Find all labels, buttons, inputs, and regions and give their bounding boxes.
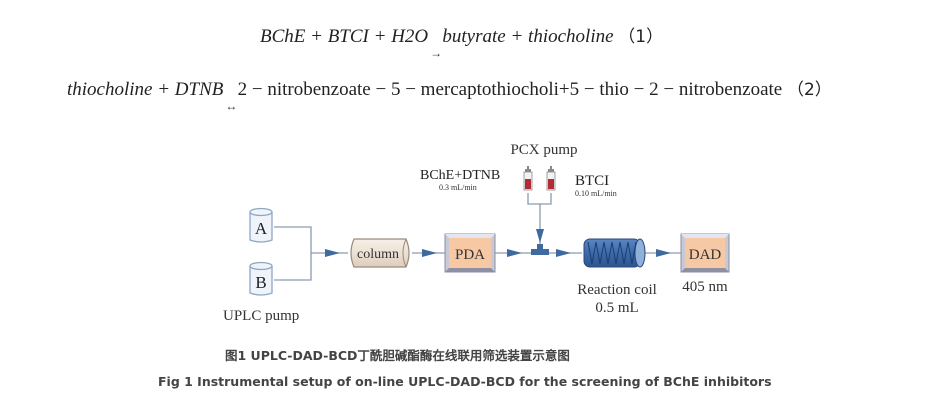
dad-label: DAD [689,247,722,263]
syringe-2 [546,166,556,191]
column: column [350,238,410,268]
equation-1: BChE + BTCI + H2O→ butyrate + thiocholin… [260,22,664,60]
line-syringe2 [540,193,552,205]
pcx-pump-label: PCX pump [510,142,577,158]
uplc-pump-label: UPLC pump [223,308,299,324]
pda-detector: PDA [444,233,496,273]
equation-2-reactants: thiocholine + DTNB [67,79,224,100]
reaction-coil [583,238,646,268]
reagent2-label: BTCI [575,173,609,189]
figure-caption-english: Fig 1 Instrumental setup of on-line UPLC… [158,374,772,389]
line-a-to-mixer [274,226,312,252]
equation-1-products: butyrate + thiocholine [442,26,614,47]
column-label: column [357,247,399,262]
line-b-to-mixer [274,252,312,281]
reagent2-flow: 0.10 mL/min [575,189,617,198]
solvent-a-label: A [255,219,268,238]
equation-2-products: 2 − nitrobenzoate − 5 − mercaptothiochol… [237,79,783,100]
arrow-icon [656,249,671,257]
equation-1-reactants: BChE + BTCI + H2O [260,26,429,47]
reagent1-label: BChE+DTNB [420,168,500,183]
coil-volume: 0.5 mL [595,300,638,316]
figure-caption-chinese: 图1 UPLC-DAD-BCD丁酰胆碱酯酶在线联用筛选装置示意图 [225,348,570,363]
arrow-icon [507,249,522,257]
dad-detector: DAD [680,233,730,273]
equation-2: thiocholine + DTNB↔ 2 − nitrobenzoate − … [67,75,832,113]
reagent1-flow: 0.3 mL/min [439,183,477,192]
reaction-arrow-icon: → [430,46,443,60]
tee-connector [531,244,549,255]
arrow-icon [325,249,340,257]
arrow-down-icon [536,229,544,243]
coil-label: Reaction coil [577,282,657,298]
coil-winding [587,241,637,265]
solvent-reservoir-a: A [249,207,273,243]
equation-1-number: （1） [618,27,664,47]
solvent-reservoir-b: B [249,261,273,296]
pda-label: PDA [455,247,485,263]
arrow-icon [556,249,571,257]
equation-2-number: （2） [786,80,832,100]
syringe-1 [523,166,533,191]
arrow-icon [422,249,437,257]
flow-arrows [325,229,671,257]
dad-wavelength: 405 nm [682,279,728,295]
solvent-b-label: B [255,273,266,292]
equilibrium-arrow-icon: ↔ [225,99,238,113]
line-syringe1 [527,193,541,215]
